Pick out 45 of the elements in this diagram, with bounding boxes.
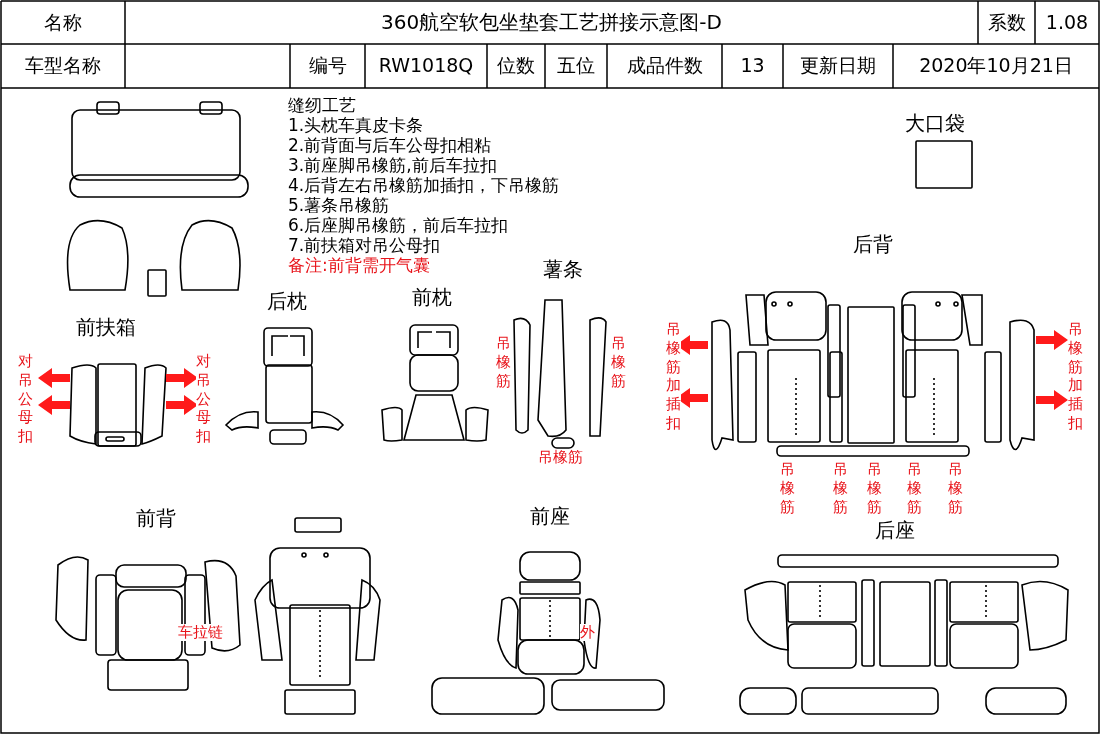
- part-title: 后座: [875, 519, 915, 542]
- annotation: 吊橡筋: [907, 460, 922, 517]
- process-step: 3.前座脚吊橡筋,前后车拉扣: [288, 156, 497, 176]
- process-step: 7.前扶箱对吊公母扣: [288, 236, 441, 256]
- annotation: 吊橡筋加插扣: [1068, 320, 1083, 433]
- part-title: 前扶箱: [76, 316, 136, 339]
- process-step: 6.后座脚吊橡筋，前后车拉扣: [288, 216, 509, 236]
- table-cell-text: 五位: [556, 53, 596, 79]
- table-cell-text: 更新日期: [799, 53, 877, 79]
- part-title: 后枕: [267, 290, 307, 313]
- annotation: 车拉链: [178, 624, 223, 642]
- annotation: 吊橡筋加插扣: [666, 320, 681, 433]
- process-step: 5.薯条吊橡筋: [288, 196, 390, 216]
- annotation: 吊橡筋: [948, 460, 963, 517]
- process-step: 4.后背左右吊橡筋加插扣，下吊橡筋: [288, 176, 560, 196]
- annotation: 吊橡筋: [833, 460, 848, 517]
- annotation: 对吊公母扣: [196, 352, 211, 446]
- annotation: 吊橡筋: [496, 334, 511, 391]
- annotation: 吊橡筋: [611, 334, 626, 391]
- process-step: 2.前背面与后车公母扣相粘: [288, 136, 492, 156]
- note-text: 备注:前背需开气囊: [288, 256, 430, 276]
- table-cell-text: 2020年10月21日: [918, 53, 1074, 79]
- annotation: 外: [580, 624, 595, 642]
- annotation: 吊橡筋: [780, 460, 795, 517]
- table-cell-text: 成品件数: [625, 53, 704, 79]
- process-step: 1.头枕车真皮卡条: [288, 116, 424, 136]
- annotation: 吊橡筋: [867, 460, 882, 517]
- annotation: 对吊公母扣: [18, 352, 33, 446]
- table-cell-text: RW1018Q: [377, 53, 475, 79]
- table-cell-text: 名称: [43, 9, 83, 35]
- table-cell-text: 系数: [986, 9, 1027, 35]
- table-cell-text: 位数: [496, 53, 536, 79]
- annotation: 吊橡筋: [538, 449, 583, 467]
- part-title: 前枕: [412, 286, 452, 309]
- process-heading: 缝纫工艺: [288, 96, 356, 116]
- title-cell-text: 360航空软包坐垫套工艺拼接示意图-D: [380, 9, 723, 36]
- part-title: 薯条: [543, 258, 583, 281]
- table-cell-text: 车型名称: [24, 53, 102, 79]
- part-title: 前背: [136, 507, 176, 530]
- part-title: 大口袋: [905, 112, 965, 135]
- part-title: 后背: [853, 233, 893, 256]
- table-cell-text: 编号: [307, 53, 348, 79]
- part-title: 前座: [530, 505, 570, 528]
- table-cell-text: 13: [739, 53, 766, 79]
- table-cell-text: 1.08: [1044, 9, 1090, 35]
